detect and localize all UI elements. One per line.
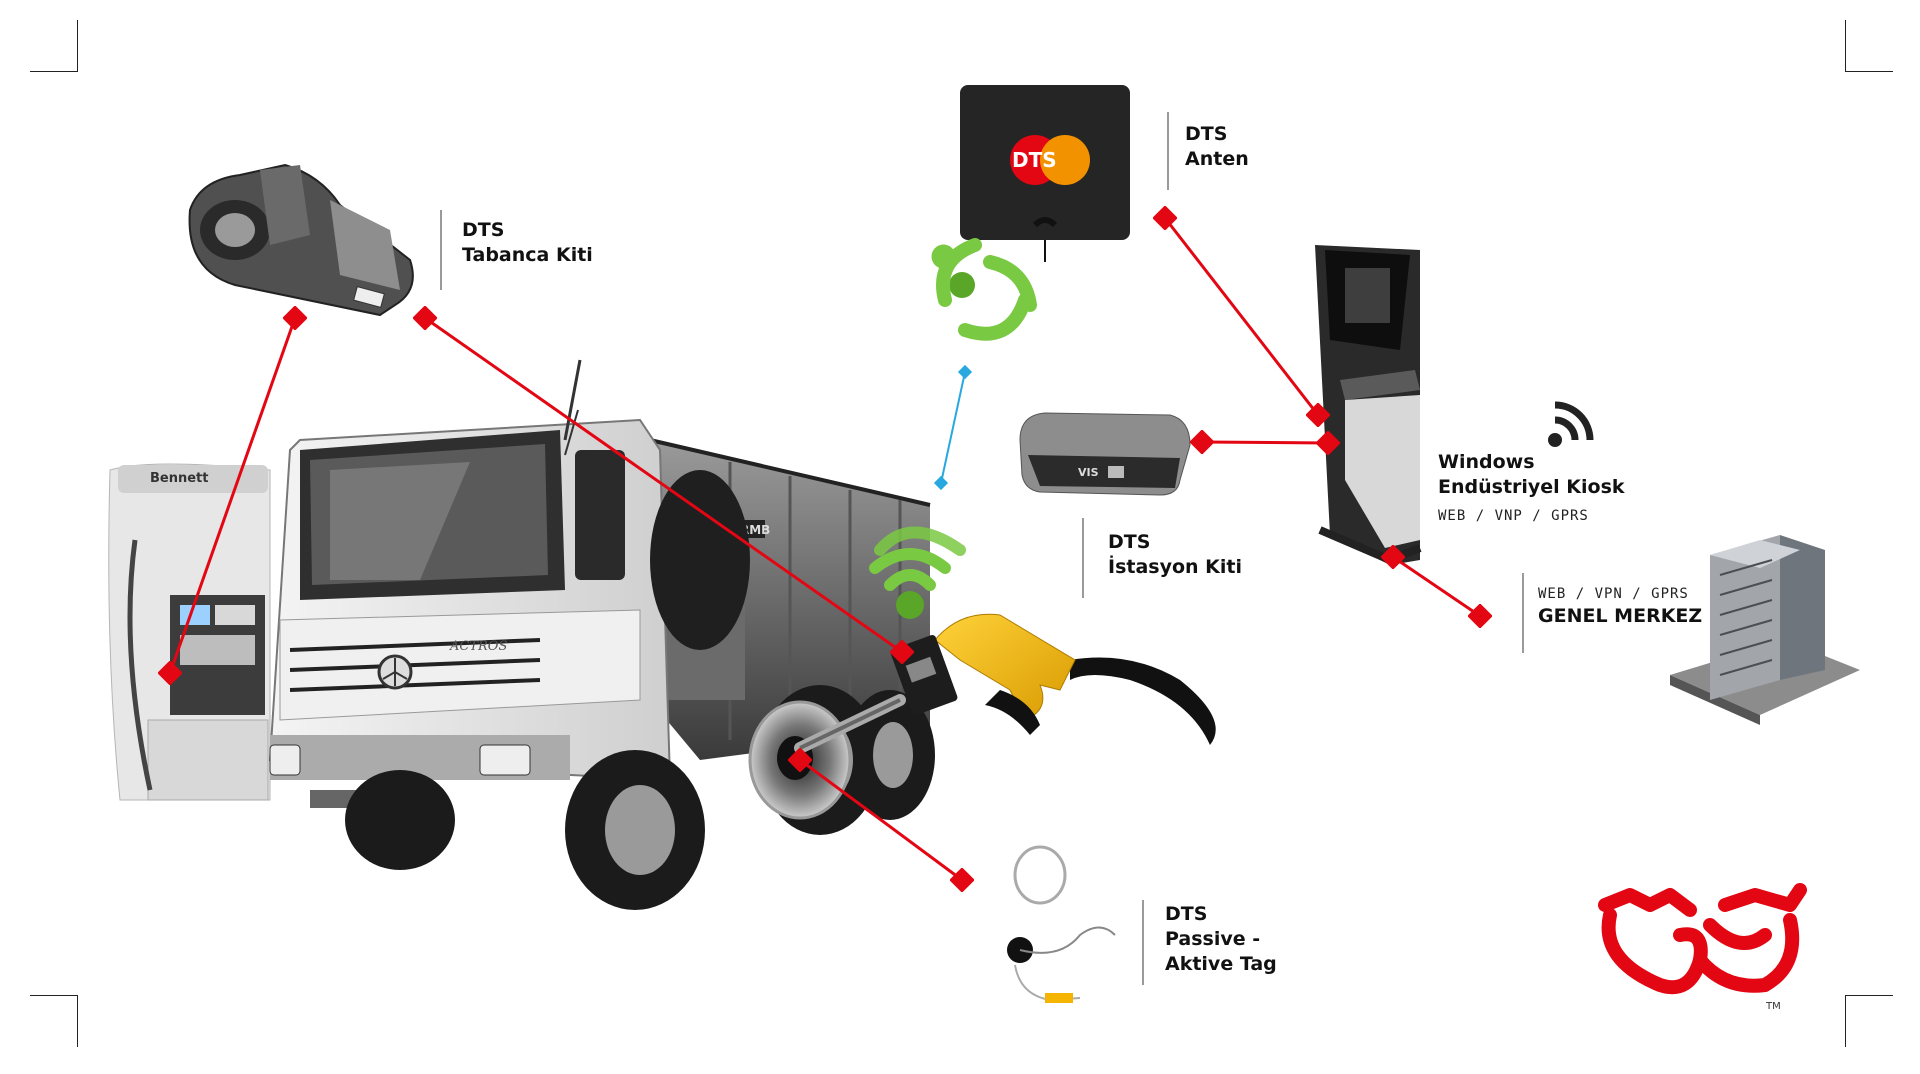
kiosk-wireless-icon (1548, 401, 1594, 447)
label-anten-line2: Anten (1185, 148, 1249, 170)
wireless-signal-icon (936, 238, 1037, 341)
divider-tabanca (440, 210, 442, 290)
crop-mark-bottom-right (1845, 995, 1893, 1047)
pump-brand: Bennett (150, 471, 208, 486)
antenna-logo: DTS (1012, 148, 1057, 172)
kit-badge: VIS (1078, 466, 1099, 479)
crop-mark-top-right (1845, 20, 1893, 72)
label-antenna: DTS Anten (1185, 122, 1249, 172)
label-station-kit: DTS İstasyon Kiti (1108, 530, 1242, 580)
connector-station-to-kiosk (1202, 442, 1328, 443)
trademark-symbol: TM (1765, 1001, 1781, 1012)
headquarters-building-image (1670, 535, 1860, 725)
label-tabanca-kit: DTS Tabanca Kiti (462, 218, 593, 268)
station-kit-image: VIS (1019, 412, 1191, 496)
crop-mark-top-left (30, 20, 78, 72)
label-kiosk-line2: Endüstriyel Kiosk (1438, 476, 1625, 498)
label-kiosk-line1: Windows (1438, 451, 1535, 473)
label-anten-line1: DTS (1185, 123, 1228, 145)
label-istasyon-line2: İstasyon Kiti (1108, 556, 1243, 578)
antenna-image: DTS (960, 85, 1130, 262)
label-tag-line2: Passive - (1165, 928, 1261, 950)
divider-tag (1142, 900, 1144, 985)
tag-image (1007, 845, 1116, 1003)
kiosk-image (1315, 245, 1422, 565)
connector-pump-to-tabanca (170, 318, 295, 673)
label-merkez-protocols: WEB / VPN / GPRS (1538, 586, 1689, 602)
label-kiosk-protocols: WEB / VNP / GPRS (1438, 508, 1589, 524)
fuel-pump-image: Bennett (108, 463, 271, 801)
connector-tabanca-to-nozzle (425, 318, 902, 652)
brand-logo (1598, 883, 1807, 995)
connector-kiosk-to-headquarters (1393, 557, 1480, 616)
label-tag-line1: DTS (1165, 903, 1208, 925)
divider-merkez (1522, 573, 1524, 653)
connector-lines (170, 218, 1480, 880)
crop-mark-bottom-left (30, 995, 78, 1047)
label-kiosk: Windows Endüstriyel Kiosk WEB / VNP / GP… (1438, 450, 1625, 524)
label-tabanca-line2: Tabanca Kiti (462, 244, 593, 266)
label-istasyon-line1: DTS (1108, 531, 1151, 553)
label-tabanca-line1: DTS (462, 219, 505, 241)
label-tag-line3: Aktive Tag (1165, 953, 1277, 975)
label-tag: DTS Passive - Aktive Tag (1165, 902, 1277, 977)
connector-antenna-to-kiosk (1165, 218, 1318, 415)
divider-anten (1167, 112, 1169, 190)
label-merkez-title: GENEL MERKEZ (1538, 605, 1703, 627)
divider-istasyon (1082, 518, 1084, 598)
connector-cap-to-tag (800, 760, 962, 880)
truck-badge: ACTROS (449, 639, 507, 654)
connector-wireless-link (933, 364, 973, 491)
label-headquarters: WEB / VPN / GPRS GENEL MERKEZ (1538, 586, 1702, 629)
tabanca-kit-image (188, 163, 414, 317)
